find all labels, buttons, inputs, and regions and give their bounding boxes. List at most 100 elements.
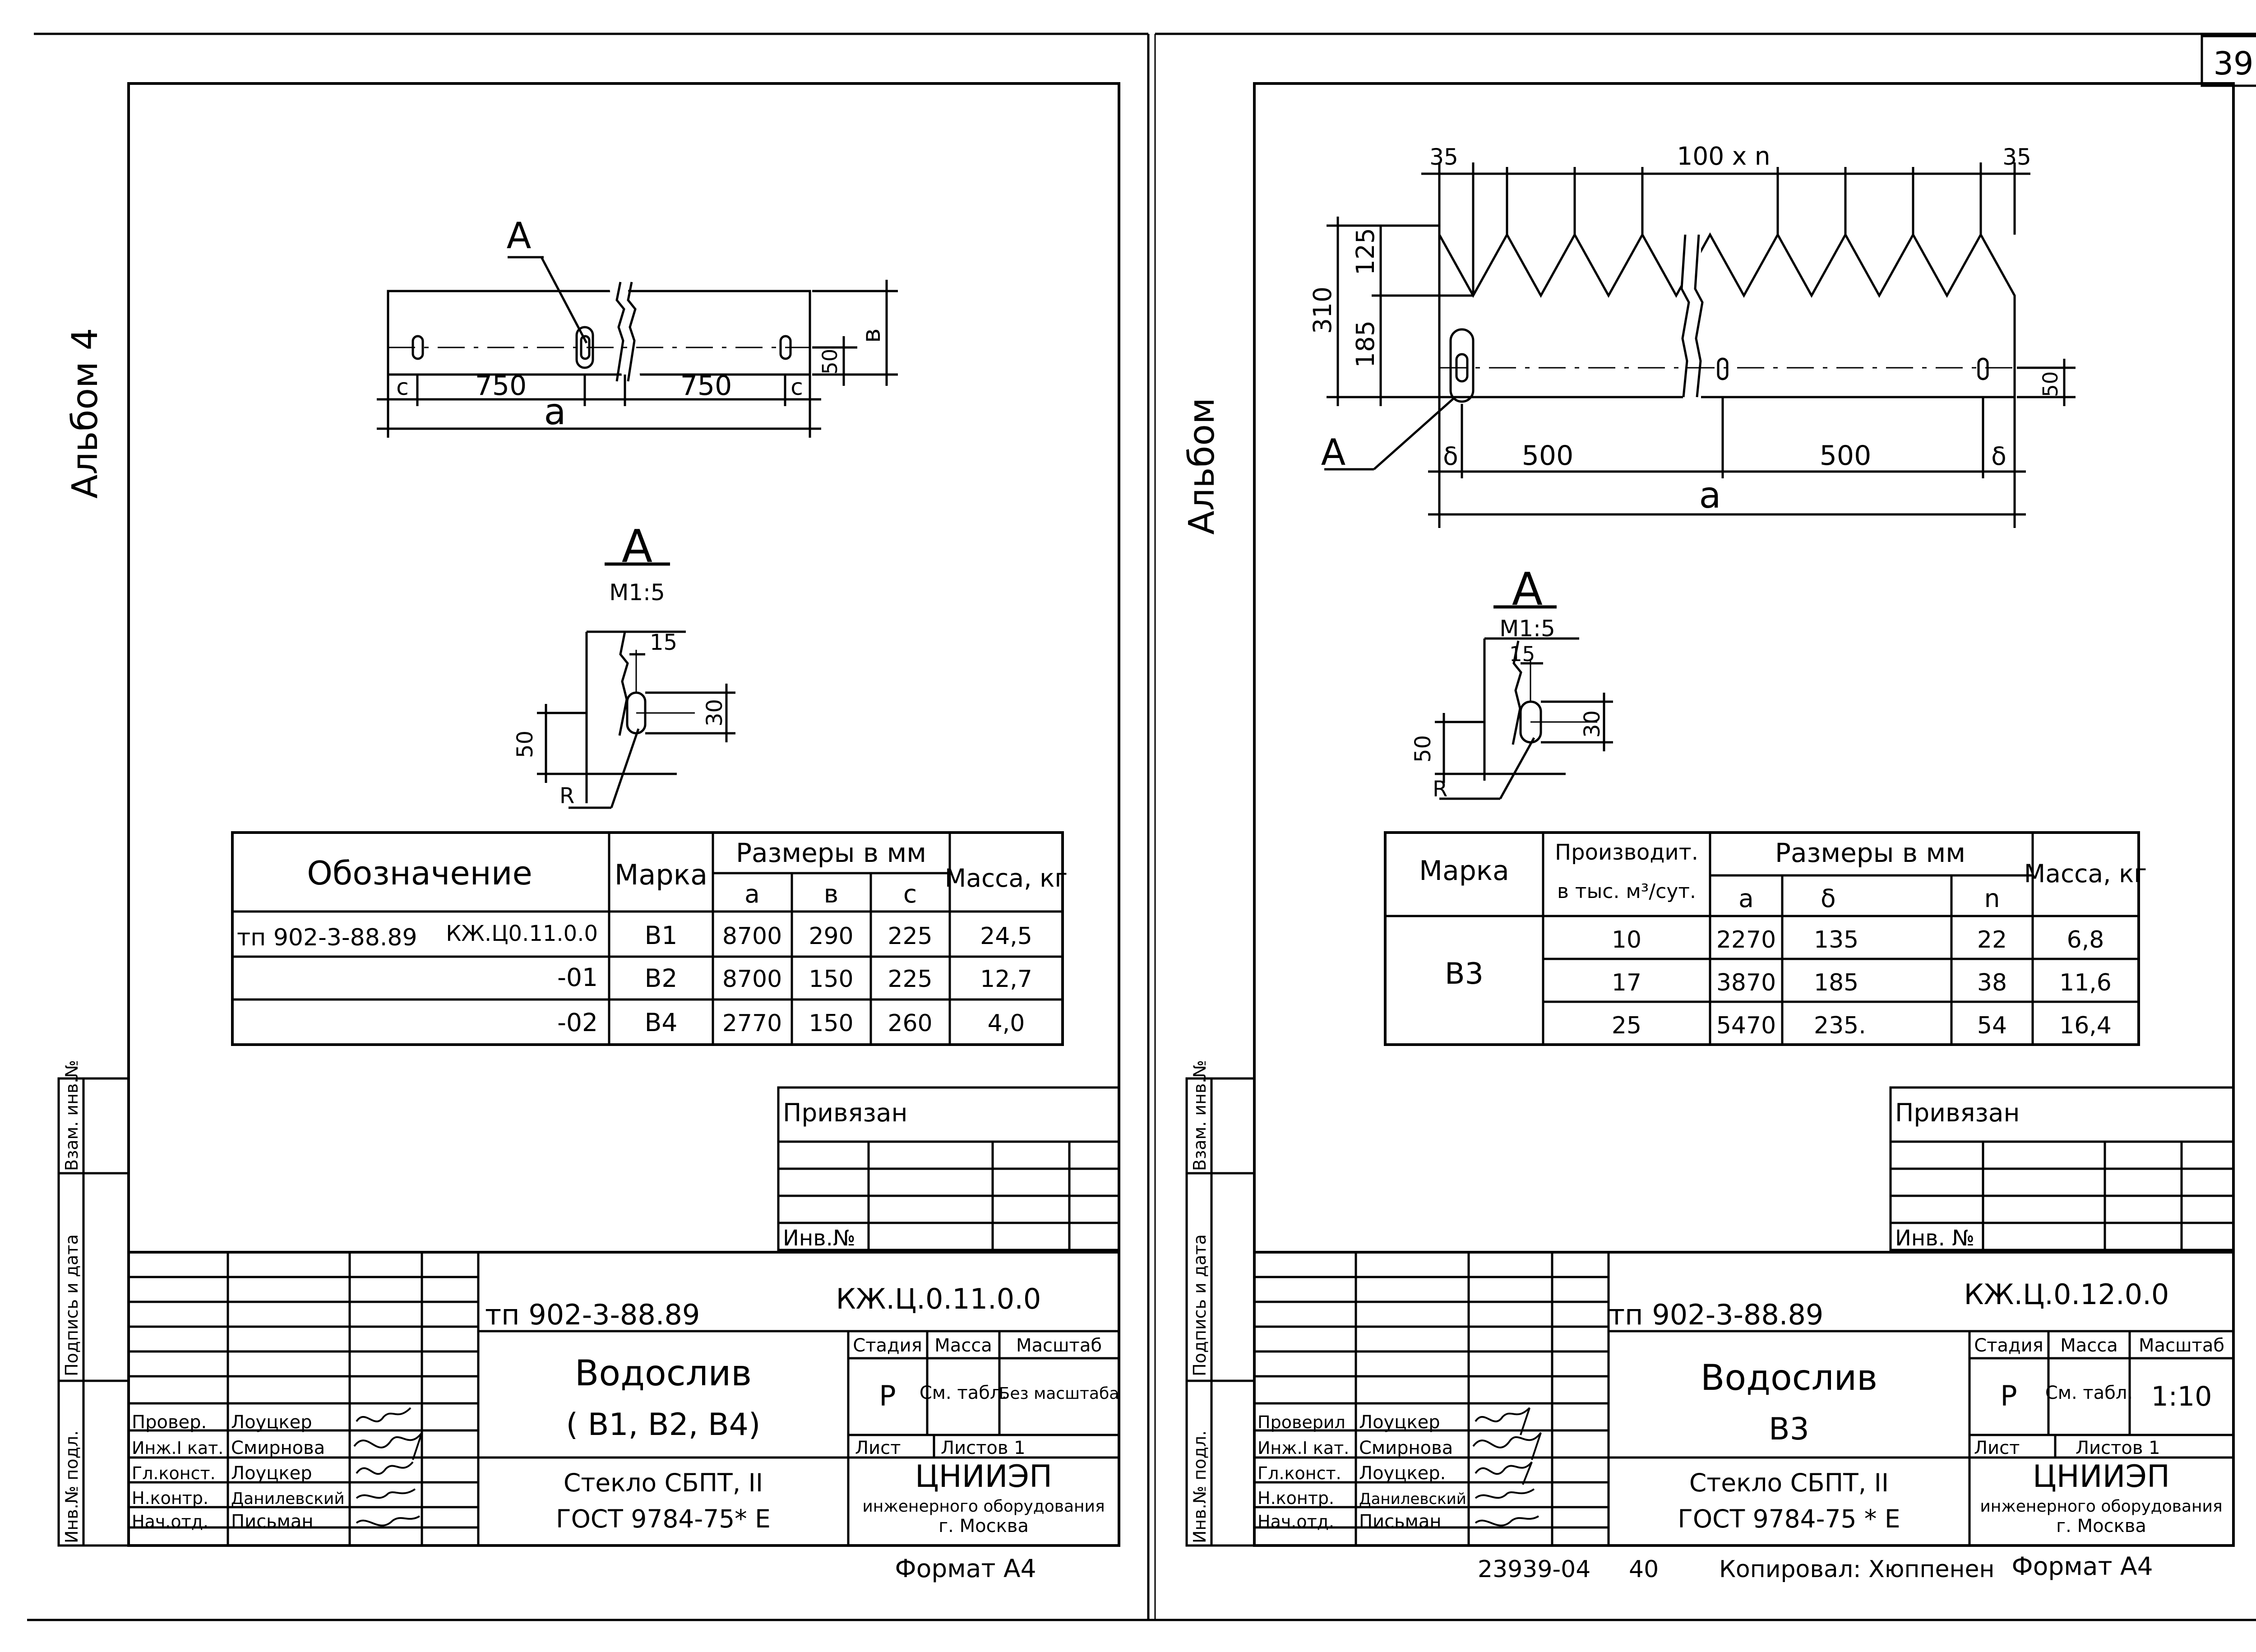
left-row2-a: 8700 <box>722 966 782 993</box>
left-row1-c: 225 <box>888 923 932 950</box>
left-section-r: R <box>559 783 574 809</box>
right-row3-delta: 235. <box>1814 1012 1866 1039</box>
left-row3-mark: В4 <box>645 1008 678 1037</box>
left-tb-org2: инженерного оборудования <box>862 1497 1105 1516</box>
right-person3-role: Гл.конст. <box>1257 1463 1341 1483</box>
left-row2-code: -01 <box>557 963 598 992</box>
right-person1-role: Проверил <box>1257 1412 1345 1432</box>
right-tb-material: Стекло СБПТ, II <box>1689 1468 1889 1497</box>
right-title-block <box>1253 1251 2235 1547</box>
left-section-15: 15 <box>650 630 677 655</box>
right-th-mass: Масса, кг <box>2024 859 2147 888</box>
right-dim-100n: 100 x n <box>1677 142 1770 171</box>
left-section-50: 50 <box>513 731 538 758</box>
right-tb-stage-h: Стадия <box>1974 1335 2043 1356</box>
right-tb-stage: Р <box>2000 1379 2017 1412</box>
right-section-scale: M1:5 <box>1499 615 1555 642</box>
left-stamp-sign: Подпись и дата <box>62 1234 82 1376</box>
left-person2-name: Смирнова <box>231 1438 325 1458</box>
right-person5-name: Письман <box>1359 1511 1441 1532</box>
left-inv-no: Инв.№ <box>783 1226 855 1251</box>
left-tb-name2: ( В1, В2, В4) <box>566 1407 761 1443</box>
right-slot-1 <box>1717 357 1729 380</box>
right-tb-name1: Водослив <box>1701 1358 1877 1398</box>
left-person4-role: Н.контр. <box>132 1488 208 1508</box>
right-dim-35-left: 35 <box>1429 144 1458 170</box>
left-th-designation: Обозначение <box>307 854 532 892</box>
right-person4-role: Н.контр. <box>1257 1488 1334 1508</box>
left-person1-name: Лоуцкер <box>231 1412 312 1433</box>
left-person2-role: Инж.I кат. <box>132 1438 223 1458</box>
right-person4-name: Данилевский <box>1359 1490 1466 1508</box>
left-slot-2 <box>779 335 792 360</box>
right-privyazan: Привязан <box>1895 1098 2020 1127</box>
right-dim-35-right: 35 <box>2002 144 2031 170</box>
left-people-grid <box>129 1252 478 1546</box>
right-tb-doc: тп 902-3-88.89 <box>1609 1298 1823 1331</box>
right-person3-name: Лоуцкер. <box>1359 1463 1446 1484</box>
right-tb-mass: См. табл. <box>2045 1383 2133 1403</box>
left-th-a: a <box>744 879 760 908</box>
left-person5-name: Письман <box>231 1511 313 1532</box>
right-row1-mass: 6,8 <box>2067 926 2104 953</box>
left-tb-scale: Без масштаба <box>999 1384 1119 1403</box>
right-leader-a <box>1373 396 1456 470</box>
page-number: 39 <box>2213 45 2253 82</box>
right-plate-break <box>1680 234 1704 398</box>
left-section-scale: M1:5 <box>609 579 665 606</box>
left-row2-mark: В2 <box>645 964 678 993</box>
right-row2-delta: 185 <box>1814 969 1858 996</box>
left-person3-name: Лоуцкер <box>231 1463 312 1484</box>
left-slot-a <box>575 326 594 369</box>
right-row1-n: 22 <box>1977 926 2007 953</box>
right-tb-sheets: Листов 1 <box>2076 1438 2160 1458</box>
left-tb-gost: ГОСТ 9784-75* Е <box>556 1504 771 1533</box>
left-row1-a: 8700 <box>722 923 782 950</box>
left-tb-mass: См. табл. <box>920 1383 1007 1403</box>
left-row2-c: 225 <box>888 966 932 993</box>
right-th-mark: Марка <box>1419 855 1509 887</box>
right-row3-mass: 16,4 <box>2059 1012 2112 1039</box>
right-tb-org1: ЦНИИЭП <box>2033 1459 2170 1495</box>
left-person5-role: Нач.отд. <box>132 1512 208 1532</box>
right-person1-name: Лоуцкер <box>1359 1412 1440 1433</box>
right-dim-185: 185 <box>1351 320 1380 368</box>
right-dim-500-1: 500 <box>1522 440 1574 472</box>
right-dim-delta-2: δ <box>1991 442 2006 471</box>
left-tb-name1: Водослив <box>575 1353 752 1394</box>
right-section-30: 30 <box>1580 710 1605 738</box>
right-sawtooth-plate <box>1438 230 2016 398</box>
right-copied: Копировал: Хюппенен <box>1719 1556 1995 1583</box>
left-row2-b: 150 <box>809 966 853 993</box>
right-tb-org3: г. Москва <box>2056 1516 2146 1536</box>
left-dim-a: a <box>544 391 566 433</box>
right-footer-num: 40 <box>1629 1556 1659 1583</box>
left-row1-doc: тп 902-3-88.89 <box>237 924 417 951</box>
right-slot-2 <box>1977 357 1989 380</box>
right-th-sizes: Размеры в мм <box>1775 838 1965 868</box>
right-spec-table <box>1384 831 2140 1046</box>
left-tb-sheet: Лист <box>855 1438 901 1458</box>
left-dim-750-1: 750 <box>475 370 527 402</box>
right-tb-scale-h: Масштаб <box>2139 1335 2224 1356</box>
left-row3-code: -02 <box>557 1008 598 1037</box>
left-spec-table <box>231 831 1064 1046</box>
left-slot-1 <box>411 335 424 360</box>
left-row3-a: 2770 <box>722 1010 782 1037</box>
left-th-mass: Масса, кг <box>945 864 1068 893</box>
left-tb-material: Стекло СБПТ, II <box>564 1468 763 1497</box>
left-stamp-vzam: Взам. инв.№ <box>62 1060 82 1171</box>
left-tb-mass-h: Масса <box>934 1335 992 1356</box>
left-row1-mark: В1 <box>645 921 678 950</box>
right-signatures <box>1472 1407 1542 1527</box>
right-row1-prod: 10 <box>1612 926 1641 953</box>
right-inv-no: Инв. № <box>1895 1226 1974 1251</box>
left-th-mark: Марка <box>615 858 707 891</box>
right-dim-125: 125 <box>1351 228 1380 275</box>
right-detail-label: A <box>1321 431 1346 473</box>
left-row3-mass: 4,0 <box>988 1010 1025 1037</box>
right-dim-50: 50 <box>2039 371 2062 397</box>
left-dim-v: в <box>857 329 886 343</box>
left-album-label: Альбом 4 <box>65 328 106 499</box>
